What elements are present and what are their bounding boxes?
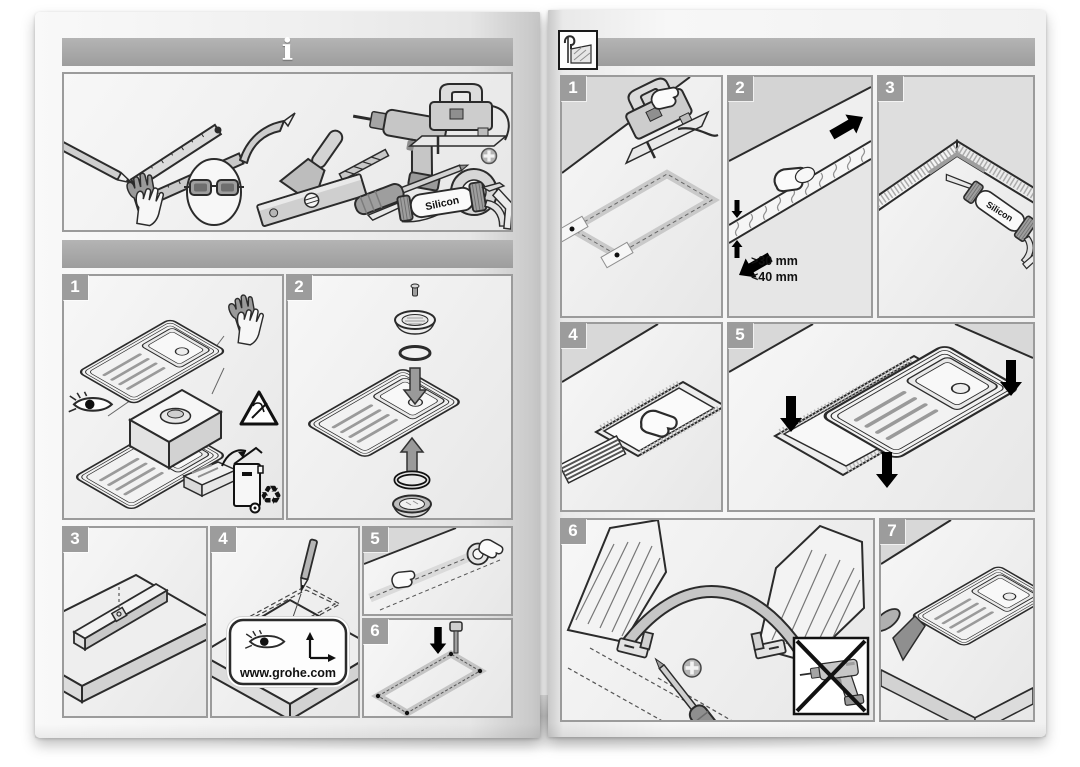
- dispose-arrow: [221, 449, 247, 467]
- phillips-symbol-icon: [682, 658, 702, 678]
- left-page: i: [35, 12, 540, 738]
- step-panel-right-6: 6: [560, 518, 875, 722]
- sink-rim-underside: [624, 587, 810, 663]
- smooth-sealant-illustration: [881, 520, 1033, 720]
- step-panel-right-2: 2 >3: [727, 75, 873, 318]
- spatula-icon: [881, 608, 926, 662]
- seal-edges-illustration: [879, 77, 1033, 273]
- utility-knife-icon: [239, 112, 296, 164]
- step-panel-left-3: 3: [62, 526, 208, 718]
- step-panel-right-1: 1: [560, 75, 723, 318]
- drill-bit-icon: [449, 621, 463, 654]
- trace-outline-illustration: www.grohe.com: [212, 538, 358, 716]
- sealing-strip-illustration: [562, 324, 721, 484]
- eye-icon: [67, 390, 113, 413]
- rubber-gasket-icon: [393, 470, 431, 490]
- drill-bit-icon: [338, 148, 390, 182]
- cut-warning-icon: [239, 390, 279, 426]
- fixing-clamp-icon: [750, 631, 787, 660]
- step-number-badge: 6: [362, 618, 388, 644]
- info-icon: i: [281, 33, 294, 68]
- jigsaw-cutting-illustration: [562, 77, 720, 269]
- tools-panel: [62, 72, 513, 232]
- section-divider-bar: [62, 240, 513, 268]
- power-cord: [677, 127, 719, 137]
- step-panel-left-6: 6: [362, 618, 513, 718]
- strainer-basket-icon: [394, 310, 436, 335]
- sanding-pad-icon: [794, 166, 816, 184]
- carton-box-icon: [127, 388, 224, 470]
- spirit-level-icon: [256, 173, 367, 228]
- screwdriver-icon: [354, 164, 470, 216]
- step-number-badge: 6: [560, 518, 586, 544]
- jigsaw-icon: [408, 82, 510, 156]
- screwdriver-icon: [654, 657, 735, 720]
- batten-clamp-icon: [110, 606, 128, 623]
- step-panel-right-5: 5: [727, 322, 1035, 512]
- drill-corners-illustration: [371, 621, 487, 716]
- support-batten-illustration: [64, 573, 206, 704]
- required-tools-illustration: [64, 82, 511, 230]
- drain-assembly-illustration: [304, 283, 464, 518]
- page-header: [558, 30, 1035, 70]
- unpack-and-check-illustration: ♻: [67, 292, 282, 514]
- step-panel-left-4: 4: [210, 526, 360, 718]
- step-panel-right-4: 4: [560, 322, 723, 512]
- silicone-bead: [927, 151, 987, 175]
- step-number-badge: 3: [62, 526, 88, 552]
- right-page: 1 2: [548, 10, 1046, 737]
- step-panel-right-7: 7: [879, 518, 1035, 722]
- smooth-edge-illustration: >30 mm <40 mm: [729, 77, 871, 316]
- no-drill-icon: [792, 636, 870, 716]
- fixing-clamp-icon: [616, 630, 655, 659]
- step-number-badge: 1: [560, 75, 586, 101]
- step-number-badge: 4: [210, 526, 236, 552]
- drain-bowl-icon: [392, 494, 432, 518]
- safety-goggles-icon: [184, 158, 244, 226]
- step-panel-right-3: 3: [877, 75, 1035, 318]
- alignment-arrows-icon: [306, 632, 336, 662]
- insert-arrow-up: [400, 437, 424, 475]
- step-number-badge: 5: [362, 526, 388, 552]
- grohe-url-label: www.grohe.com: [239, 666, 336, 680]
- step-number-badge: 1: [62, 274, 88, 300]
- sealing-strip-icon: [562, 435, 627, 484]
- seal-ring-icon: [398, 345, 432, 361]
- rim-profile-icon: [558, 30, 598, 70]
- info-header-bar: i: [62, 33, 513, 68]
- drill-arrow-down: [429, 627, 447, 654]
- step-number-badge: 3: [877, 75, 903, 101]
- drain-screw-icon: [410, 283, 420, 297]
- waste-bin-icon: [233, 446, 264, 514]
- step-number-badge: 2: [286, 274, 312, 300]
- step-number-badge: 5: [727, 322, 753, 348]
- steps-header-bar: [560, 38, 1035, 66]
- recycle-icon: ♻: [259, 480, 282, 510]
- fixing-clamps-illustration: [566, 520, 870, 720]
- gloves-icon: [225, 292, 265, 347]
- insert-sink-illustration: [729, 324, 1033, 488]
- cut-edge-texture: [734, 147, 866, 237]
- max-thickness-label: <40 mm: [751, 270, 798, 284]
- step-panel-left-1: 1: [62, 274, 284, 520]
- pencil-icon: [64, 137, 135, 185]
- step-number-badge: 4: [560, 322, 586, 348]
- step-number-badge: 2: [727, 75, 753, 101]
- grohe-callout: www.grohe.com: [226, 616, 350, 688]
- step-panel-left-2: 2: [286, 274, 513, 520]
- hand-icon: [389, 567, 418, 591]
- min-thickness-label: >30 mm: [751, 254, 798, 268]
- step-panel-left-5: 5: [362, 526, 513, 616]
- phillips-bit-icon: [480, 147, 498, 165]
- marking-pencil-icon: [300, 538, 318, 594]
- cross-section-hatch: [575, 541, 661, 637]
- step-number-badge: 7: [879, 518, 905, 544]
